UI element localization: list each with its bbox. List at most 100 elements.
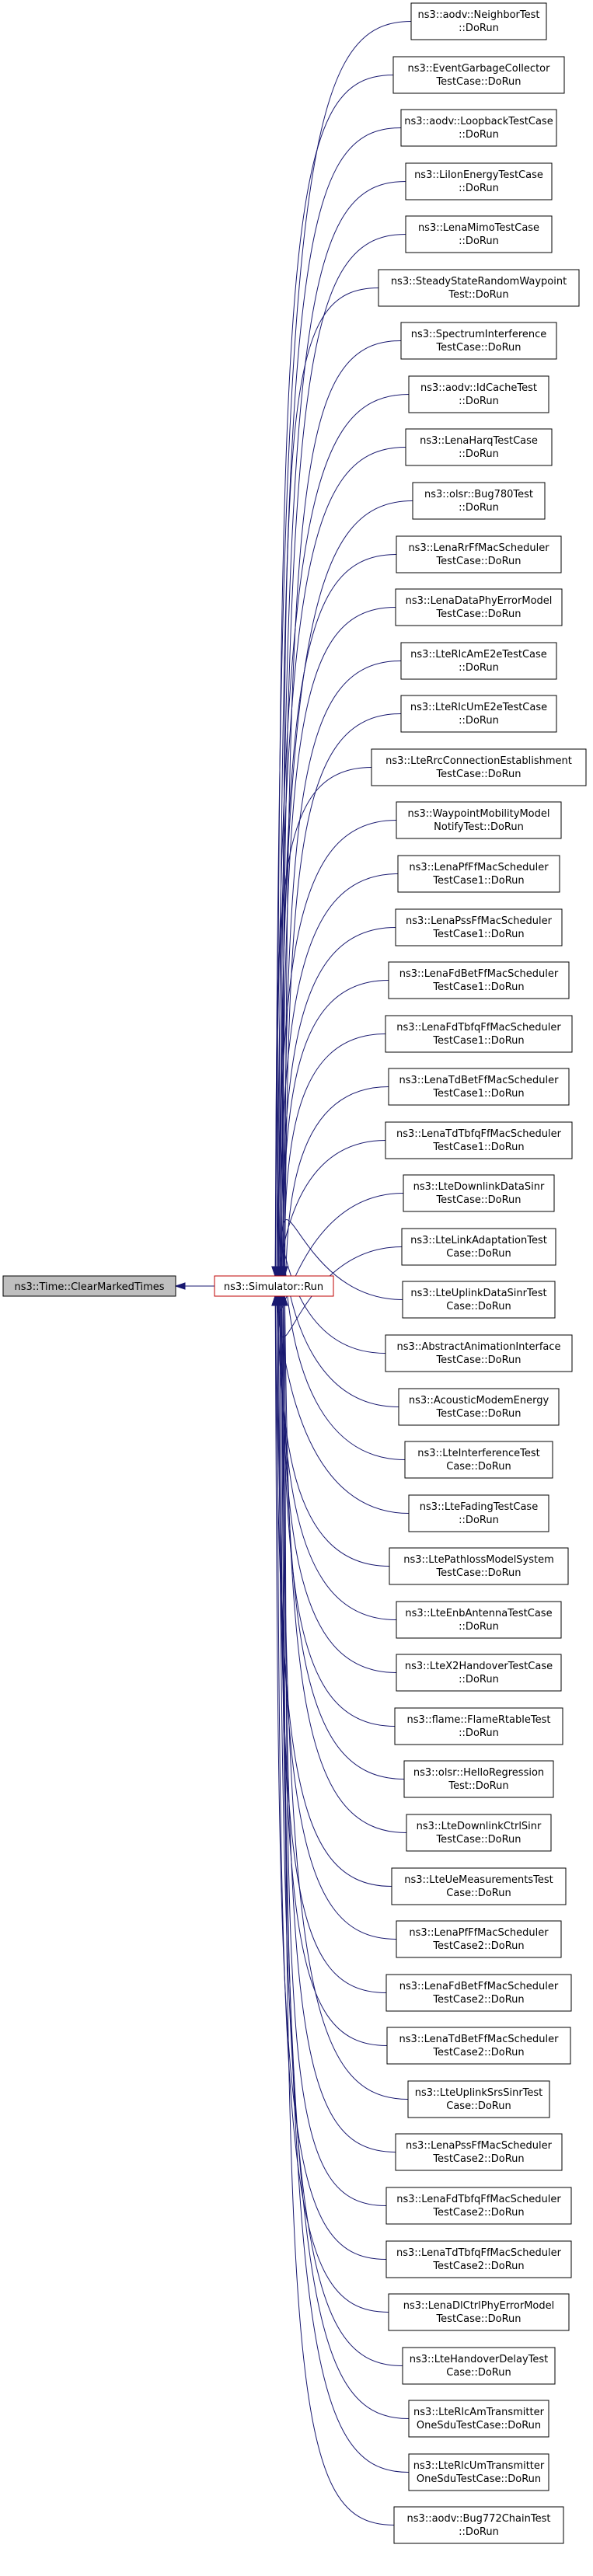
edge-caller-to-simulator [282,661,402,1306]
edge-caller-to-simulator [279,927,396,1306]
edge-caller-to-simulator [276,75,394,1306]
caller-node[interactable]: ns3::LenaDlCtrlPhyErrorModelTestCase::Do… [388,2293,570,2331]
edge-caller-to-simulator [274,21,412,1306]
caller-node[interactable]: ns3::LenaTdBetFfMacSchedulerTestCase2::D… [386,2027,571,2065]
caller-node-label: ::DoRun [459,1515,499,1526]
caller-node-label: ns3::LenaRrFfMacScheduler [408,542,549,554]
caller-node[interactable]: ns3::LteRlcAmTransmitterOneSduTestCase::… [408,2400,549,2438]
caller-node-label: ns3::LenaDlCtrlPhyErrorModel [403,2300,555,2312]
caller-node-label: ns3::LteEnbAntennaTestCase [405,1608,552,1619]
caller-node[interactable]: ns3::LenaTdBetFfMacSchedulerTestCase1::D… [388,1068,570,1106]
caller-node-label: ns3::LenaTdBetFfMacScheduler [399,2034,560,2045]
caller-node[interactable]: ns3::LiIonEnergyTestCase::DoRun [405,162,553,200]
caller-node[interactable]: ns3::flame::FlameRtableTest::DoRun [394,1707,563,1745]
caller-node[interactable]: ns3::WaypointMobilityModelNotifyTest::Do… [396,801,562,839]
caller-node-label: ns3::LteHandoverDelayTest [410,2354,548,2365]
caller-node-label: ns3::aodv::NeighborTest [418,9,540,21]
caller-node-label: ns3::LteLinkAdaptationTest [410,1235,547,1246]
edge-caller-to-simulator [274,1266,392,1887]
caller-node-label: Case::DoRun [446,2100,511,2112]
edge-caller-to-simulator [274,394,410,1306]
caller-node-label: ::DoRun [459,715,499,727]
caller-node[interactable]: ns3::LenaPfFfMacSchedulerTestCase1::DoRu… [397,855,560,893]
caller-node[interactable]: ns3::LtePathlossModelSystemTestCase::DoR… [389,1547,569,1585]
caller-node[interactable]: ns3::LenaFdBetFfMacSchedulerTestCase2::D… [385,1974,572,2012]
caller-node-label: ns3::LteDownlinkCtrlSinr [417,1821,542,1832]
caller-node[interactable]: ns3::LenaFdBetFfMacSchedulerTestCase1::D… [388,961,570,999]
caller-node[interactable]: ns3::LenaPfFfMacSchedulerTestCase2::DoRu… [396,1920,562,1958]
caller-node[interactable]: ns3::LenaPssFfMacSchedulerTestCase2::DoR… [395,2133,563,2171]
caller-node[interactable]: ns3::aodv::Bug772ChainTest::DoRun [393,2506,564,2544]
caller-node-label: ns3::SpectrumInterference [411,329,547,340]
caller-node-label: ns3::LteUplinkSrsSinrTest [415,2087,543,2099]
caller-node-label: ::DoRun [459,396,499,407]
caller-node[interactable]: ns3::LenaDataPhyErrorModelTestCase::DoRu… [395,588,563,626]
caller-node[interactable]: ns3::aodv::IdCacheTest::DoRun [408,375,549,413]
edge-caller-to-simulator [277,1266,403,2366]
caller-node[interactable]: ns3::LteRrcConnectionEstablishmentTestCa… [371,748,587,786]
edge-caller-to-simulator [281,980,389,1306]
caller-node-label: TestCase::DoRun [435,1567,521,1579]
caller-node-label: ns3::LteDownlinkDataSinr [413,1181,545,1193]
caller-node[interactable]: ns3::olsr::Bug780Test::DoRun [412,482,546,520]
caller-node[interactable]: ns3::AbstractAnimationInterfaceTestCase:… [385,1334,573,1372]
caller-node-label: ns3::LenaFdBetFfMacScheduler [399,968,559,980]
caller-node-label: ::DoRun [459,448,499,460]
caller-node-label: ::DoRun [459,502,499,514]
caller-node-label: ns3::AcousticModemEnergy [409,1395,549,1407]
caller-node-label: ns3::LenaPssFfMacScheduler [406,915,553,927]
caller-node-label: ns3::LenaFdTbfqFfMacScheduler [396,1022,561,1034]
caller-node[interactable]: ns3::LteEnbAntennaTestCase::DoRun [396,1601,562,1639]
caller-node[interactable]: ns3::LteRlcUmTransmitterOneSduTestCase::… [408,2453,549,2491]
edge-caller-to-simulator [277,873,399,1306]
edge-caller-to-simulator [279,1266,388,2046]
caller-node-label: TestCase::DoRun [435,1408,521,1420]
caller-node-label: TestCase2::DoRun [432,2153,524,2165]
edge-caller-to-simulator [281,607,396,1306]
caller-node[interactable]: ns3::LenaTdTbfqFfMacSchedulerTestCase2::… [385,2240,572,2278]
caller-node-label: ns3::LenaTdTbfqFfMacScheduler [396,1128,562,1140]
caller-node-label: ns3::LteRlcAmTransmitter [413,2407,545,2418]
caller-node[interactable]: ns3::aodv::LoopbackTestCase::DoRun [400,109,557,147]
edge-arrowhead [279,1266,287,1278]
caller-node[interactable]: ns3::aodv::NeighborTest::DoRun [410,2,547,40]
caller-node[interactable]: ns3::LenaFdTbfqFfMacSchedulerTestCase2::… [385,2187,572,2225]
caller-node-label: TestCase::DoRun [435,608,521,620]
edge-caller-to-simulator [279,1219,403,1300]
simulator-run-node[interactable]: ns3::Simulator::Run [214,1275,334,1297]
caller-node[interactable]: ns3::LenaPssFfMacSchedulerTestCase1::DoR… [395,908,563,946]
caller-node[interactable]: ns3::LteX2HandoverTestCase::DoRun [396,1654,562,1692]
caller-node[interactable]: ns3::LteRlcAmE2eTestCase::DoRun [400,642,557,680]
edge-caller-to-simulator [276,1266,389,2313]
caller-node[interactable]: ns3::LteRlcUmE2eTestCase::DoRun [400,695,557,733]
caller-node[interactable]: ns3::LenaHarqTestCase::DoRun [405,428,553,466]
caller-node-label: ns3::LenaPfFfMacScheduler [409,1927,549,1939]
caller-node[interactable]: ns3::LenaMimoTestCase::DoRun [405,215,553,253]
caller-node-label: ns3::LteInterferenceTest [417,1448,540,1459]
caller-node[interactable]: ns3::LenaTdTbfqFfMacSchedulerTestCase1::… [385,1121,573,1159]
caller-node[interactable]: ns3::SteadyStateRandomWaypointTest::DoRu… [378,269,580,307]
edge-arrowhead [174,1282,186,1290]
caller-node-label: TestCase2::DoRun [432,2261,524,2272]
caller-node-label: ns3::LiIonEnergyTestCase [414,169,543,181]
caller-node[interactable]: ns3::LteFadingTestCase::DoRun [408,1494,549,1532]
caller-node[interactable]: ns3::LenaFdTbfqFfMacSchedulerTestCase1::… [385,1015,573,1053]
edge-caller-to-simulator [276,1266,397,1940]
root-node[interactable]: ns3::Time::ClearMarkedTimes [2,1275,176,1297]
caller-node-label: ns3::LenaFdBetFfMacScheduler [399,1981,559,1992]
caller-node-label: TestCase::DoRun [435,1194,521,1206]
edge-caller-to-simulator [281,1266,396,1727]
caller-node[interactable]: ns3::EventGarbageCollectorTestCase::DoRu… [392,56,565,94]
